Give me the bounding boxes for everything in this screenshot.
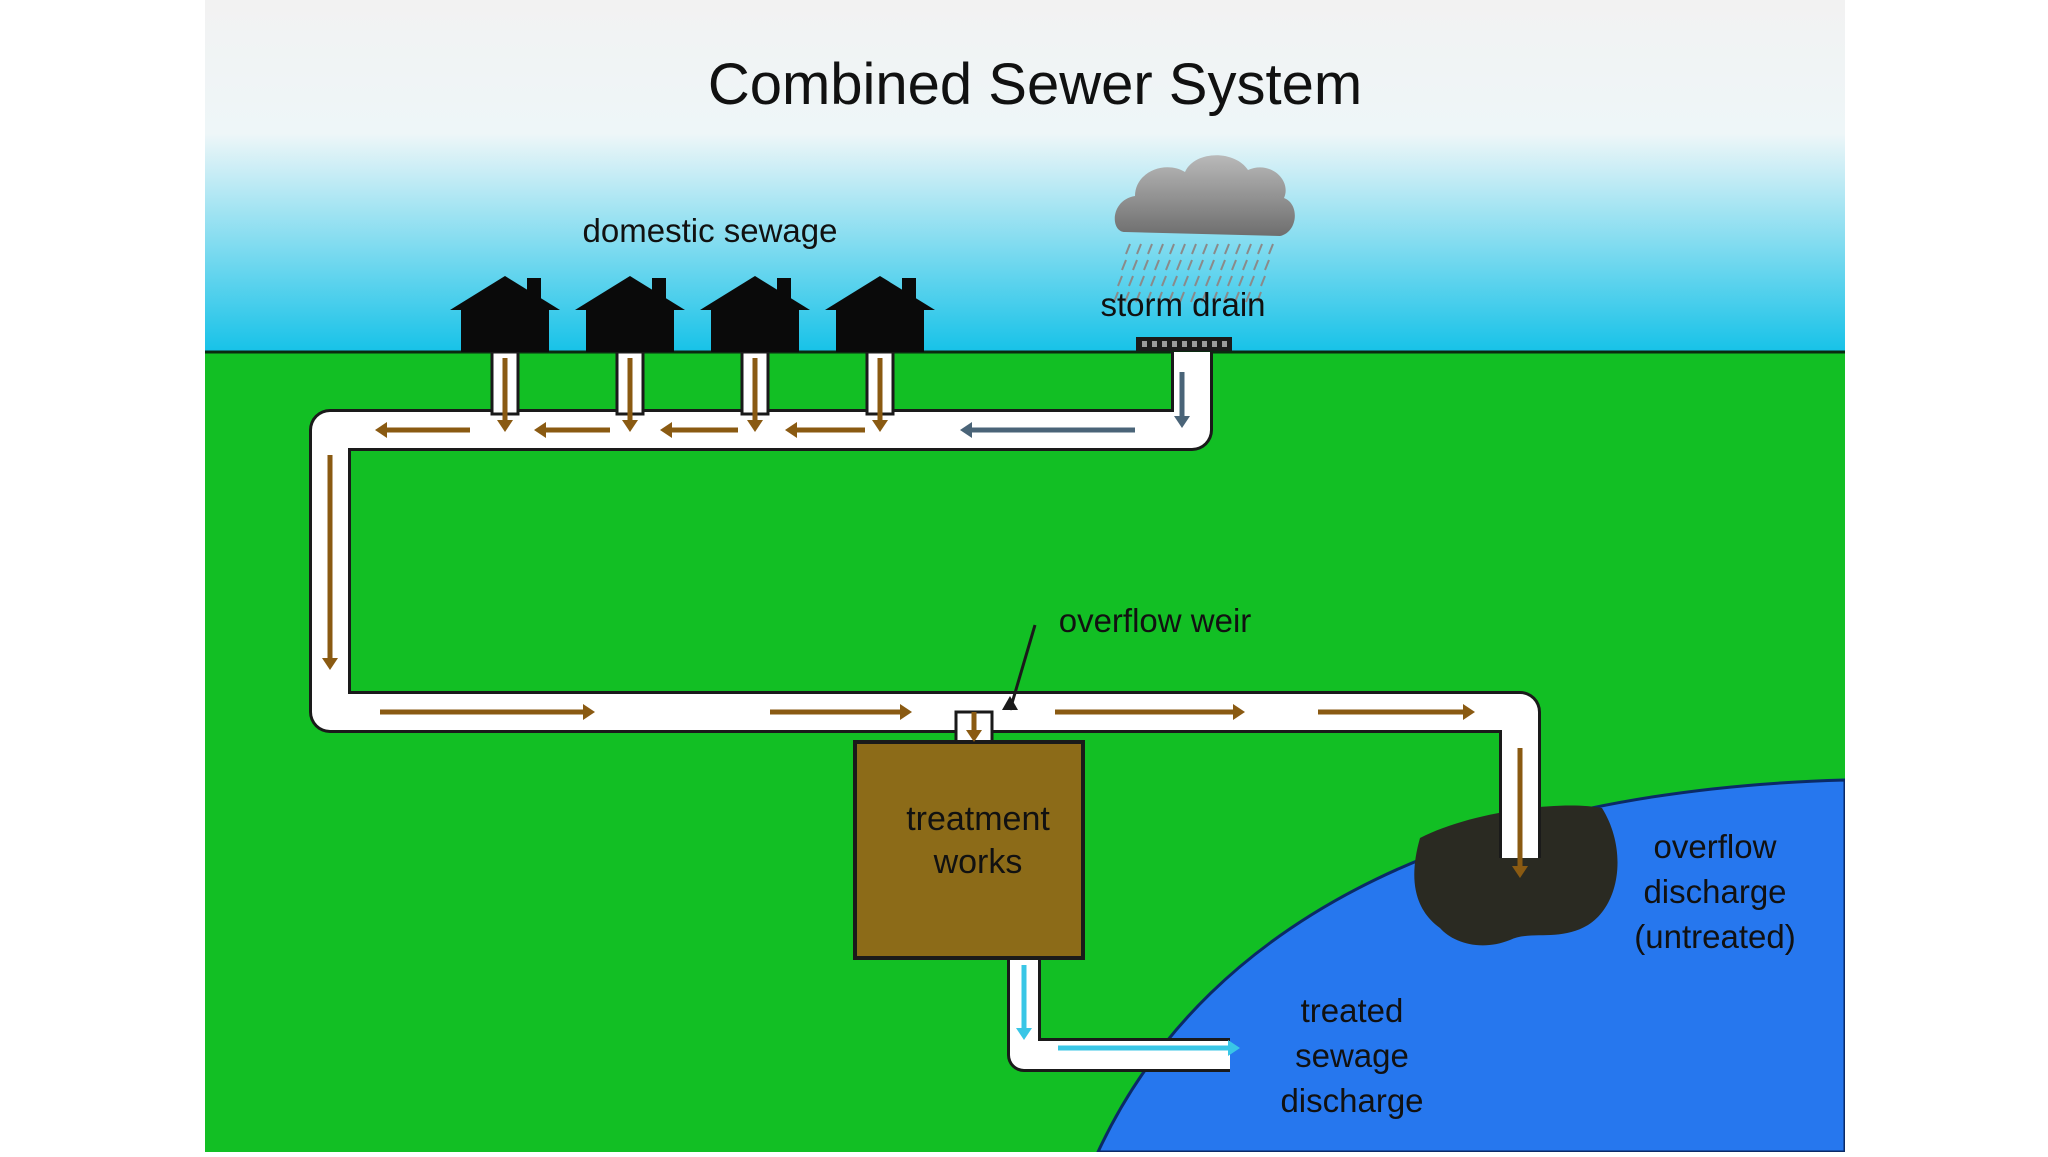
flow-arrow [960, 422, 1135, 438]
flow-arrow [747, 358, 763, 432]
treatment-works-label-line2: works [933, 843, 1023, 881]
flow-arrow [1512, 748, 1528, 878]
overflow-stain [1414, 805, 1618, 946]
domestic-sewage-label: domestic sewage [583, 212, 838, 249]
flow-arrow [1016, 965, 1032, 1040]
flow-arrow [770, 704, 912, 720]
treated-discharge-label-line1: treated [1301, 992, 1404, 1029]
house-icon [450, 276, 560, 352]
overflow-discharge-label-line3: (untreated) [1634, 918, 1795, 955]
flow-arrow [1318, 704, 1475, 720]
flow-arrow [872, 358, 888, 432]
flow-arrow [1055, 704, 1245, 720]
overflow-weir-pointer [1008, 624, 1037, 711]
flow-arrow [785, 422, 865, 438]
treatment-works-label-line1: treatment [906, 800, 1050, 838]
treated-discharge-label-line2: sewage [1295, 1037, 1409, 1074]
flow-arrow [1174, 372, 1190, 428]
overflow-weir-label: overflow weir [1059, 602, 1252, 639]
flow-arrow [1058, 1040, 1240, 1056]
overflow-weir-marker [1002, 696, 1018, 710]
overflow-discharge-label-line2: discharge [1643, 873, 1786, 910]
rain-cloud-icon [1113, 155, 1295, 303]
flow-arrow [322, 455, 338, 670]
flow-arrow [622, 358, 638, 432]
house-icon [700, 276, 810, 352]
treated-discharge-label-line3: discharge [1280, 1082, 1423, 1119]
flow-arrows [322, 358, 1528, 1056]
house-icon [575, 276, 685, 352]
flow-arrow [534, 422, 610, 438]
flow-arrow [497, 358, 513, 432]
storm-drain-label: storm drain [1100, 286, 1265, 323]
overflow-discharge-label-line1: overflow [1654, 828, 1777, 865]
flow-arrow [375, 422, 470, 438]
flow-arrow [660, 422, 738, 438]
flow-arrow [380, 704, 595, 720]
house-icon [825, 276, 935, 352]
storm-drain-grate-icon [1136, 337, 1232, 351]
flow-arrow [966, 712, 982, 742]
treatment-works-box [853, 740, 1085, 960]
houses [450, 276, 935, 352]
diagram-title: Combined Sewer System [708, 52, 1362, 117]
